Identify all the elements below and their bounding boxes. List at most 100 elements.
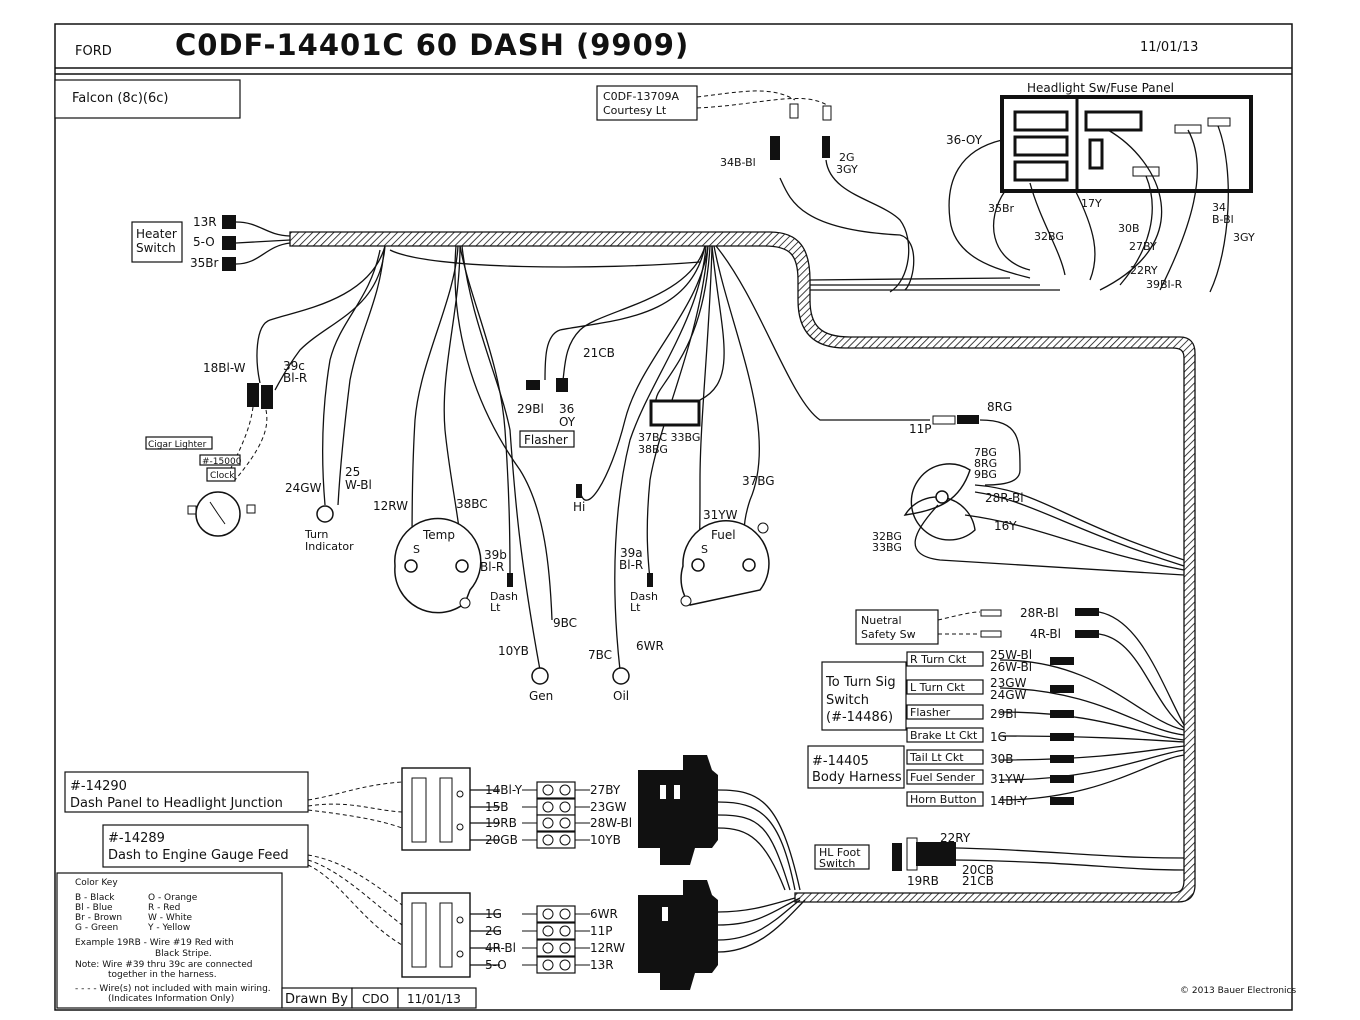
- circuit-name-box: [906, 704, 984, 720]
- gauge-feed-part: #-14289: [108, 831, 165, 846]
- pin-left-label: 14Bl-Y: [485, 783, 523, 797]
- pin-right-label: 11P: [590, 924, 613, 938]
- neutral-switch-line2: Safety Sw: [861, 628, 916, 641]
- circuit-name-box: [906, 749, 984, 765]
- wire-37bc: 37BC 33BG: [638, 431, 700, 444]
- drawn-date: 11/01/13: [407, 992, 461, 1006]
- wire-21cb: 21CB: [583, 346, 615, 360]
- wire-7bg: 7BG: [974, 446, 997, 459]
- turn-indicator-line1: Turn: [304, 528, 328, 541]
- color-key: [56, 872, 283, 1009]
- dash-lt-left-line1: Dash: [490, 590, 518, 603]
- wire-10yb: 10YB: [498, 644, 529, 658]
- turn-indicator-line2: Indicator: [305, 540, 354, 553]
- pin-socket: [542, 942, 554, 954]
- color-key-entry: B - Black: [75, 893, 115, 903]
- fuel-s-label: S: [701, 543, 708, 556]
- pin-socket: [559, 942, 571, 954]
- clock-label: Clock: [210, 471, 235, 481]
- wire-36oy: 36-OY: [946, 133, 983, 147]
- wire-33bg-dimmer: 33BG: [872, 541, 902, 554]
- pin-left-label: 19RB: [485, 816, 517, 830]
- header-date: 11/01/13: [1140, 40, 1198, 55]
- neutral-switch-line1: Nuetral: [861, 614, 902, 627]
- headlight-fuse-panel: [1000, 95, 1253, 193]
- color-key-example-1: Example 19RB - Wire #19 Red with: [75, 938, 234, 948]
- circuit-name: Horn Button: [910, 793, 977, 806]
- pin-right-label: 12RW: [590, 941, 625, 955]
- pin-right-label: 13R: [590, 958, 614, 972]
- pin-socket: [559, 834, 571, 846]
- color-key-entry: Br - Brown: [75, 913, 122, 923]
- wire-blr-39c: Bl-R: [283, 371, 307, 385]
- wire-39blr: 39Bl-R: [1146, 278, 1183, 291]
- oil-light: [612, 667, 630, 685]
- neutral-wire-1: 28R-Bl: [1020, 606, 1059, 620]
- wire-31yw: 31YW: [703, 508, 738, 522]
- neutral-wire-2: 4R-Bl: [1030, 627, 1061, 641]
- circuit-name-box: [906, 791, 984, 807]
- wire-2g: 2G: [839, 151, 855, 164]
- wire-blr-39a: Bl-R: [619, 558, 643, 572]
- dash-lt-right-line2: Lt: [630, 601, 641, 614]
- wire-3gy: 3GY: [836, 163, 858, 176]
- connector-body-bottom: [638, 880, 718, 990]
- color-key-note-1: Note: Wire #39 thru 39c are connected: [75, 960, 252, 970]
- wire-38bc: 38BC: [456, 497, 488, 511]
- pin-right-label: 27BY: [590, 783, 621, 797]
- pin-socket: [542, 959, 554, 971]
- gen-label: Gen: [529, 689, 553, 703]
- pin-socket: [559, 784, 571, 796]
- color-key-note-2: together in the harness.: [108, 970, 217, 980]
- wire-32bg: 32BG: [1034, 230, 1064, 243]
- junction-name: Dash Panel to Headlight Junction: [70, 796, 283, 811]
- pin-socket: [542, 801, 554, 813]
- fuel-gauge-label: Fuel: [711, 528, 736, 542]
- drawn-by-initials: CDO: [362, 992, 389, 1006]
- wire-34: 34: [1212, 201, 1226, 214]
- turn-indicator-bulb: [316, 505, 334, 523]
- circuit-name: Brake Lt Ckt: [910, 729, 978, 742]
- wire-39a: 39a: [620, 546, 643, 560]
- wire-16y: 16Y: [994, 519, 1017, 533]
- circuit-connector: [1050, 797, 1074, 805]
- color-key-entry: Bl - Blue: [75, 903, 113, 913]
- circuit-connector: [1050, 710, 1074, 718]
- color-key-entry: O - Orange: [148, 893, 198, 903]
- wire-17y: 17Y: [1081, 197, 1102, 210]
- foot-wire-20cb: 20CB: [962, 863, 994, 877]
- pin-right-label: 10YB: [590, 833, 621, 847]
- pin-socket: [542, 817, 554, 829]
- pin-socket: [542, 834, 554, 846]
- junction-plug-top: [401, 767, 471, 851]
- wire-18blw: 18Bl-W: [203, 361, 246, 375]
- color-key-title: Color Key: [75, 878, 118, 888]
- circuit-wire: 23GW: [990, 676, 1027, 690]
- temp-gauge-label: Temp: [422, 528, 455, 542]
- wire-13r: 13R: [193, 215, 217, 229]
- pin-socket: [542, 925, 554, 937]
- wire-29bl: 29Bl: [517, 402, 544, 416]
- circuit-name-box: [906, 769, 984, 785]
- wire-38bg: 38BG: [638, 443, 668, 456]
- diagram-title: C0DF-14401C 60 DASH (9909): [175, 28, 689, 62]
- maker-label: FORD: [75, 44, 112, 59]
- gauge-feed-name: Dash to Engine Gauge Feed: [108, 848, 289, 863]
- connector-body-top: [638, 755, 718, 865]
- wire-blr-39b: Bl-R: [480, 560, 504, 574]
- pin-socket: [559, 801, 571, 813]
- copyright: © 2013 Bauer Electronics: [1180, 986, 1296, 996]
- hi-beam-label: Hi: [573, 500, 585, 514]
- color-key-dash-note-1: - - - - Wire(s) not included with main w…: [75, 984, 271, 994]
- gen-light: [531, 667, 549, 685]
- cigar-lighter-label: Cigar Lighter: [148, 440, 207, 450]
- wire-36: 36: [559, 402, 574, 416]
- circuit-name-box: [906, 727, 984, 743]
- wire-39c: 39c: [283, 359, 305, 373]
- pin-socket: [559, 817, 571, 829]
- flasher-label: Flasher: [524, 433, 568, 447]
- turn-sig-line3: (#-14486): [826, 710, 893, 725]
